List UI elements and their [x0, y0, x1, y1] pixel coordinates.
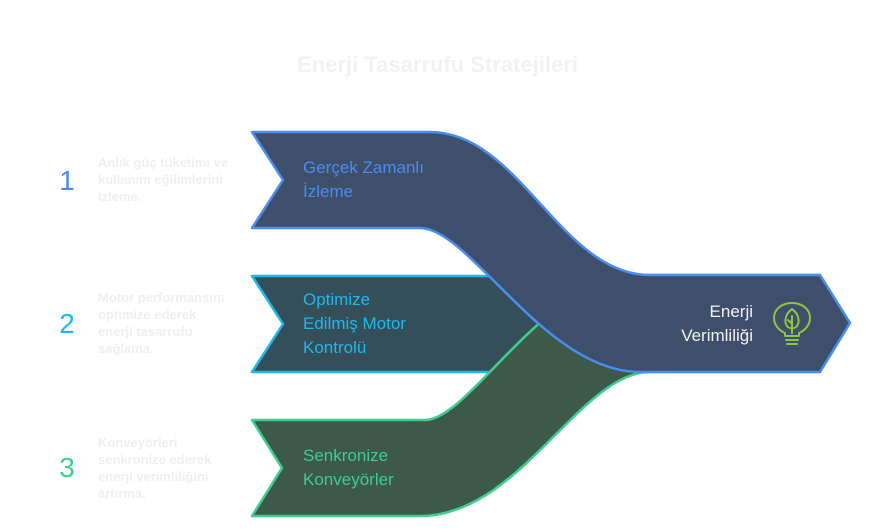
label-line: Edilmiş Motor: [303, 314, 406, 333]
description-line: enerji tasarrufu: [98, 324, 193, 339]
description-line: izleme.: [98, 189, 142, 204]
description-line: kullanım eğilimlerini: [98, 172, 223, 187]
description-line: artırma.: [98, 486, 146, 501]
description-line: Anlık güç tüketimi ve: [98, 155, 229, 170]
label-line: Kontrolü: [303, 338, 367, 357]
step-2-description: Motor performansını optimize ederek ener…: [98, 289, 248, 357]
label-line: Verimliliği: [681, 326, 753, 345]
description-line: senkronize ederek: [98, 452, 212, 467]
description-line: sağlama.: [98, 341, 154, 356]
description-line: enerji verimliliğini: [98, 469, 209, 484]
label-line: Senkronize: [303, 446, 389, 465]
diagram-title: Enerji Tasarrufu Stratejileri: [297, 52, 578, 77]
description-line: Motor performansını: [98, 290, 225, 305]
label-line: Enerji: [709, 302, 753, 321]
step-3-description: Konveyörleri senkronize ederek enerji ve…: [98, 434, 248, 502]
description-line: optimize ederek: [98, 307, 197, 322]
label-line: Konveyörler: [303, 470, 394, 489]
step-1-number: 1: [59, 165, 75, 196]
step-1-description: Anlık güç tüketimi ve kullanım eğilimler…: [98, 154, 248, 205]
label-line: İzleme: [303, 182, 354, 201]
step-3-label: Senkronize Konveyörler: [303, 444, 394, 492]
description-line: Konveyörleri: [98, 435, 178, 450]
step-2-number: 2: [59, 308, 75, 339]
step-1-band: [250, 130, 852, 374]
step-2-label: Optimize Edilmiş Motor Kontrolü: [303, 288, 406, 360]
label-line: Optimize: [303, 290, 371, 309]
step-1-label: Gerçek Zamanlı İzleme: [303, 156, 424, 204]
outcome-label: Enerji Verimliliği: [681, 300, 753, 348]
step-3-number: 3: [59, 452, 75, 483]
label-line: Gerçek Zamanlı: [303, 158, 424, 177]
lightbulb-leaf-icon: [773, 302, 811, 345]
